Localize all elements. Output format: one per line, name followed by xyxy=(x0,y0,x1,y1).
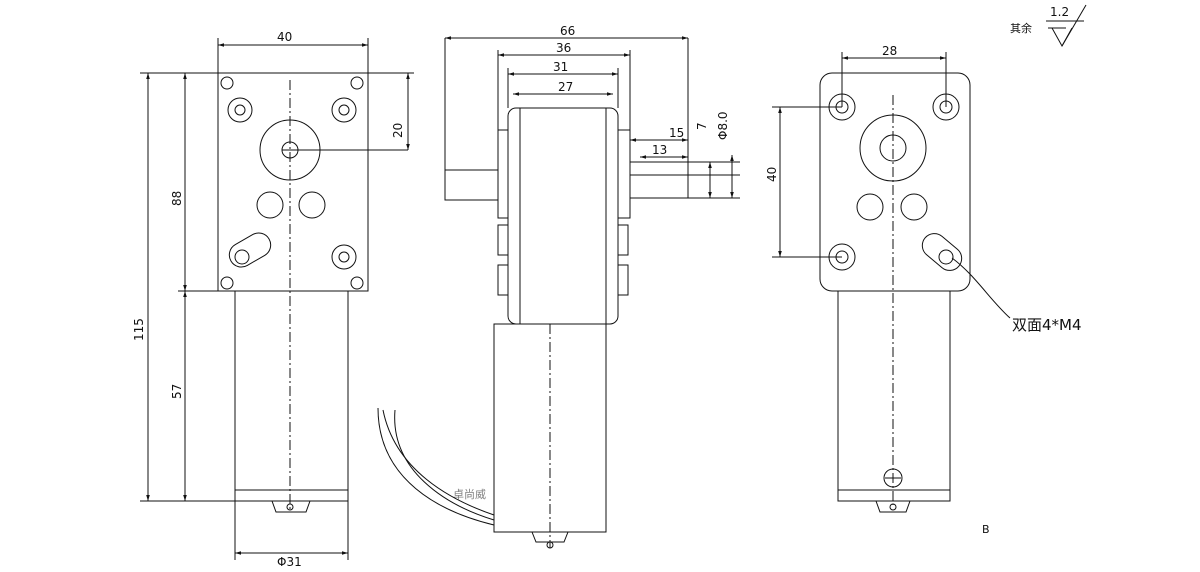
front-motor-body xyxy=(234,290,349,502)
side-housing-left xyxy=(497,129,508,219)
back-motor-body xyxy=(837,290,951,502)
side-motor-wires xyxy=(382,409,495,516)
back-shaft-boss xyxy=(859,114,927,182)
roughness-label: 其余 xyxy=(1010,21,1032,35)
dim-side-overall: 66 xyxy=(560,24,575,38)
dim-front-width: 40 xyxy=(277,30,292,44)
roughness-symbol xyxy=(1046,4,1087,48)
front-hole-mid-l xyxy=(256,191,284,219)
side-housing-right xyxy=(618,129,631,219)
back-slot xyxy=(921,233,963,271)
front-slot xyxy=(228,232,272,268)
roughness-value: 1.2 xyxy=(1050,5,1069,19)
dim-front-total-height: 115 xyxy=(132,318,146,341)
side-stamp: 卓尚威 xyxy=(453,487,486,501)
front-hole-br xyxy=(331,244,357,270)
dim-side-36: 36 xyxy=(556,41,571,55)
front-hole-tr xyxy=(331,97,357,123)
thread-note: 双面4*M4 xyxy=(1012,316,1082,334)
side-view xyxy=(377,36,740,549)
back-view xyxy=(772,52,1011,513)
dim-front-shaft-offset: 20 xyxy=(391,123,405,138)
front-hole-tl xyxy=(227,97,253,123)
dim-side-7: 7 xyxy=(695,122,709,130)
dim-back-hole-spacing-y: 40 xyxy=(765,167,779,182)
back-hole-mid-r xyxy=(900,193,928,221)
dim-front-motor-diameter: Φ31 xyxy=(277,555,302,569)
side-gearbox-body xyxy=(507,107,619,325)
front-view xyxy=(140,38,414,560)
corner-mark: B xyxy=(982,523,990,536)
dim-side-31: 31 xyxy=(553,60,568,74)
dim-back-hole-spacing-x: 28 xyxy=(882,44,897,58)
back-hole-mid-l xyxy=(856,193,884,221)
front-screw-tl xyxy=(220,76,234,90)
dim-side-27: 27 xyxy=(558,80,573,94)
dim-side-15: 15 xyxy=(669,126,684,140)
side-output-shaft xyxy=(629,161,689,199)
dim-side-13: 13 xyxy=(652,143,667,157)
dim-front-motor-height: 57 xyxy=(170,384,184,399)
thread-leader xyxy=(951,257,1011,319)
dim-side-shaft-diameter: Φ8.0 xyxy=(716,111,730,140)
dim-front-gearbox-height: 88 xyxy=(170,191,184,206)
front-hole-mid-r xyxy=(298,191,326,219)
